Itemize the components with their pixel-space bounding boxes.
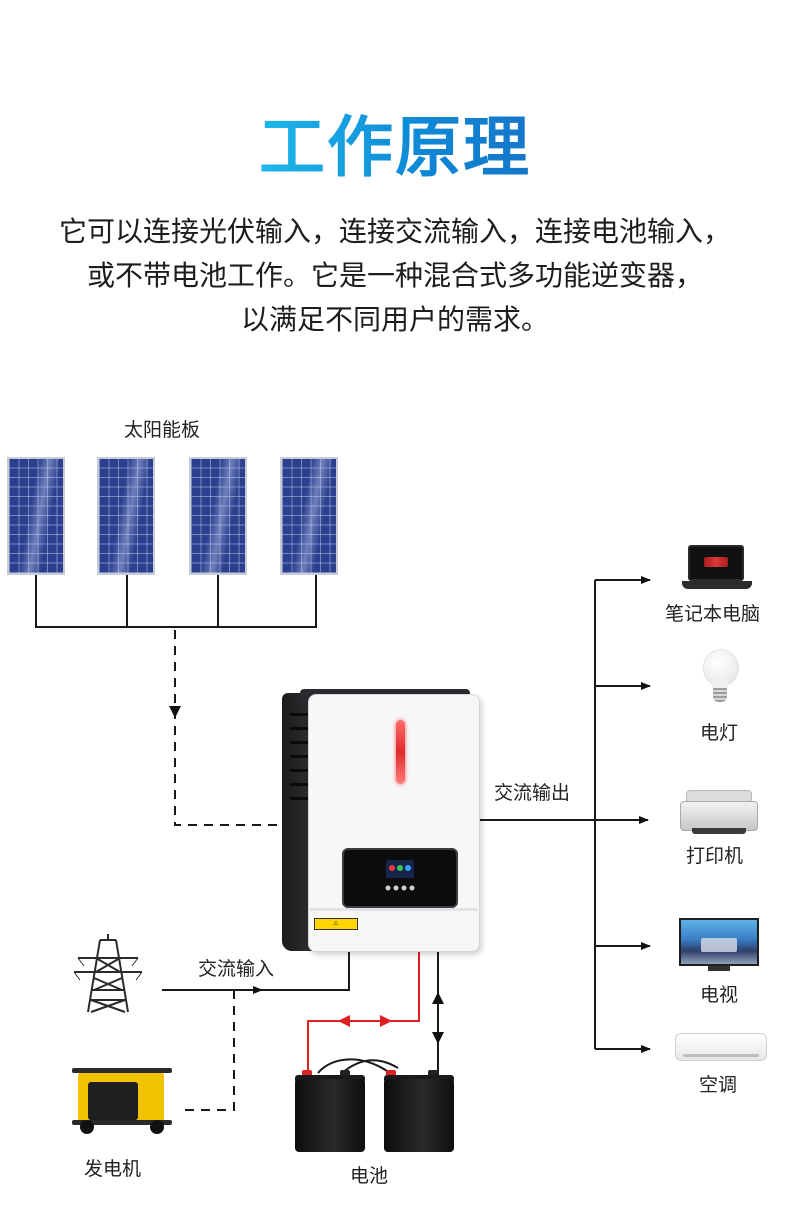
generator-line: [185, 990, 235, 1111]
power-tower-icon: [74, 934, 142, 1013]
pv-arrow-icon: [169, 706, 181, 718]
ac-output-lines: [480, 576, 651, 1053]
solar-panel-icon: [7, 457, 65, 575]
ac-output-label: 交流输出: [494, 782, 571, 804]
load-label-tv: 电视: [700, 984, 739, 1006]
load-label-laptop: 笔记本电脑: [665, 603, 761, 625]
description-line-1: 它可以连接光伏输入，连接交流输入，连接电池输入，: [58, 215, 731, 248]
battery-arrow-up-icon: [432, 992, 444, 1004]
battery-wire-red: [307, 944, 420, 1080]
inverter-display-icon: [342, 848, 458, 908]
load-label-light: 电灯: [700, 722, 739, 744]
ac-input-label: 交流输入: [198, 958, 275, 980]
inverter-led-indicator: [396, 720, 405, 784]
solar-panels-label: 太阳能板: [124, 419, 201, 441]
description-line-2: 或不带电池工作。它是一种混合式多功能逆变器，: [86, 259, 703, 292]
page-title: 工作原理: [259, 109, 531, 186]
load-label-printer: 打印机: [686, 845, 744, 867]
battery-arrow-left-icon: [338, 1015, 350, 1027]
ac-input-line: [162, 952, 350, 994]
pv-input-line: [174, 630, 282, 826]
solar-panel-icon: [189, 457, 247, 575]
battery-label: 电池: [350, 1165, 389, 1187]
load-label-ac: 空调: [699, 1074, 738, 1096]
warning-sticker-icon: ⚠: [314, 918, 358, 930]
solar-bus-lines: [35, 575, 317, 628]
battery-arrow-right-icon: [380, 1015, 392, 1027]
battery-icon: [384, 1079, 454, 1152]
hybrid-inverter-icon: [308, 694, 480, 952]
description-line-3: 以满足不同用户的需求。: [240, 303, 549, 336]
tv-icon: [679, 918, 759, 966]
laptop-icon: [688, 545, 744, 581]
battery-icon: [295, 1079, 365, 1152]
solar-panel-icon: [280, 457, 338, 575]
battery-arrow-down-icon: [432, 1032, 444, 1044]
solar-panel-icon: [97, 457, 155, 575]
generator-label: 发电机: [84, 1158, 142, 1180]
